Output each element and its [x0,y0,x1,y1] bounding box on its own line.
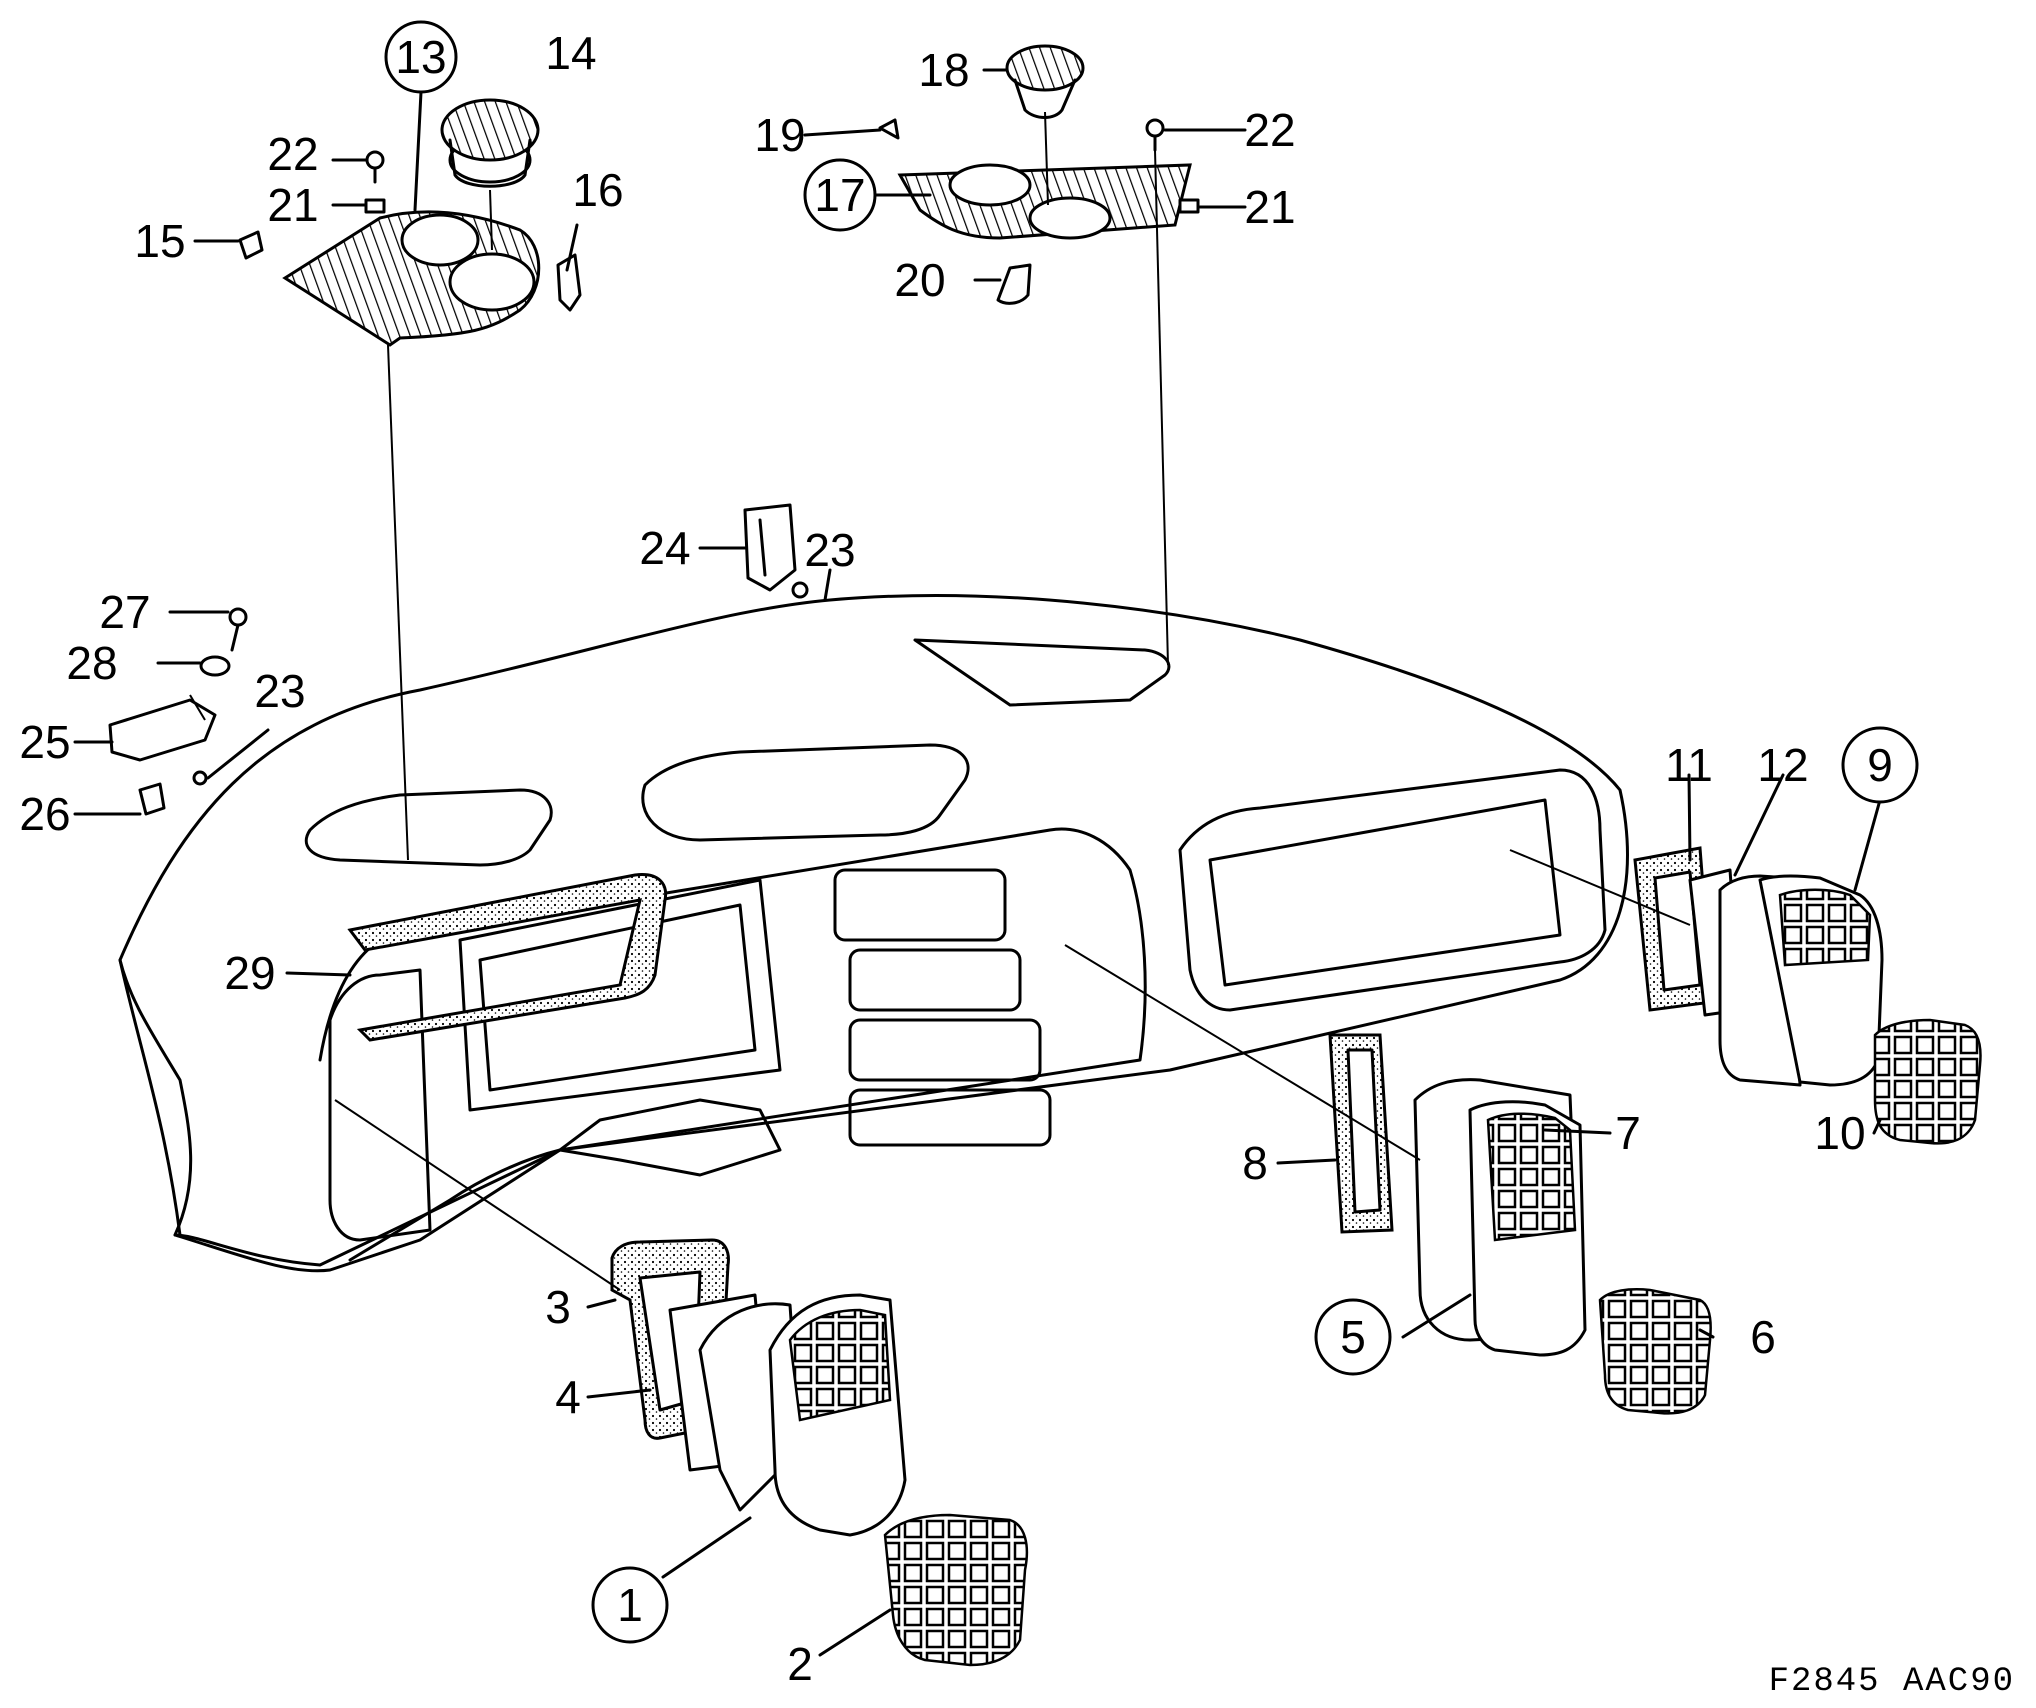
alignment-lines [189,111,1691,1291]
right-vent-assembly [1633,846,1982,1145]
callout-label-29: 29 [224,947,275,999]
callout-label-17: 17 [814,169,865,221]
callout-label-19: 19 [754,109,805,161]
callout-label-13: 13 [395,31,446,83]
callout-label-8: 8 [1242,1137,1268,1189]
callout-label-27: 27 [99,586,150,638]
left-vent-assembly [610,1238,1029,1667]
callout-label-3: 3 [545,1281,571,1333]
callout-label-20: 20 [894,254,945,306]
callout-label-24: 24 [639,522,690,574]
callout-label-12: 12 [1757,739,1808,791]
callout-label-4: 4 [555,1371,581,1423]
callout-label-15: 15 [134,215,185,267]
callout-label-21-right: 21 [1244,181,1295,233]
callout-circle-1 [591,1566,669,1644]
callout-label-11: 11 [1665,739,1713,791]
callout-label-16: 16 [572,164,623,216]
cup-holder-tray-right [878,44,1200,305]
callout-label-14: 14 [545,27,596,79]
dashboard-panel [118,594,1629,1273]
callout-circle-5 [1314,1298,1392,1376]
callout-label-28: 28 [66,637,117,689]
callout-label-26: 26 [19,788,70,840]
callout-label-22-left: 22 [267,128,318,180]
callout-label-6: 6 [1750,1311,1776,1363]
callout-label-22-right: 22 [1244,104,1295,156]
callout-circles [384,20,1919,1644]
callout-label-10: 10 [1814,1107,1865,1159]
callout-label-23-center: 23 [804,524,855,576]
callout-label-25: 25 [19,716,70,768]
callout-label-1: 1 [617,1579,643,1631]
bracket-parts [108,503,809,816]
callout-label-5: 5 [1340,1311,1366,1363]
callout-label-2: 2 [787,1638,813,1690]
cup-holder-tray-left [238,98,582,347]
callout-label-7: 7 [1615,1107,1641,1159]
callout-label-9: 9 [1867,739,1893,791]
callout-label-23-left: 23 [254,665,305,717]
callout-circle-9 [1841,726,1919,804]
callout-labels: 1 2 3 4 5 6 7 8 9 10 11 12 13 14 15 16 1… [19,27,1892,1690]
callout-circle-17 [803,158,877,232]
reference-code: F2845 AAC90 [1769,1663,2015,1701]
center-vent-assembly [1328,1033,1712,1415]
callout-circle-13 [384,20,458,94]
callout-label-18: 18 [918,44,969,96]
leader-lines [73,68,1882,1657]
callout-label-21-left: 21 [267,179,318,231]
seal-strip [347,873,668,1042]
